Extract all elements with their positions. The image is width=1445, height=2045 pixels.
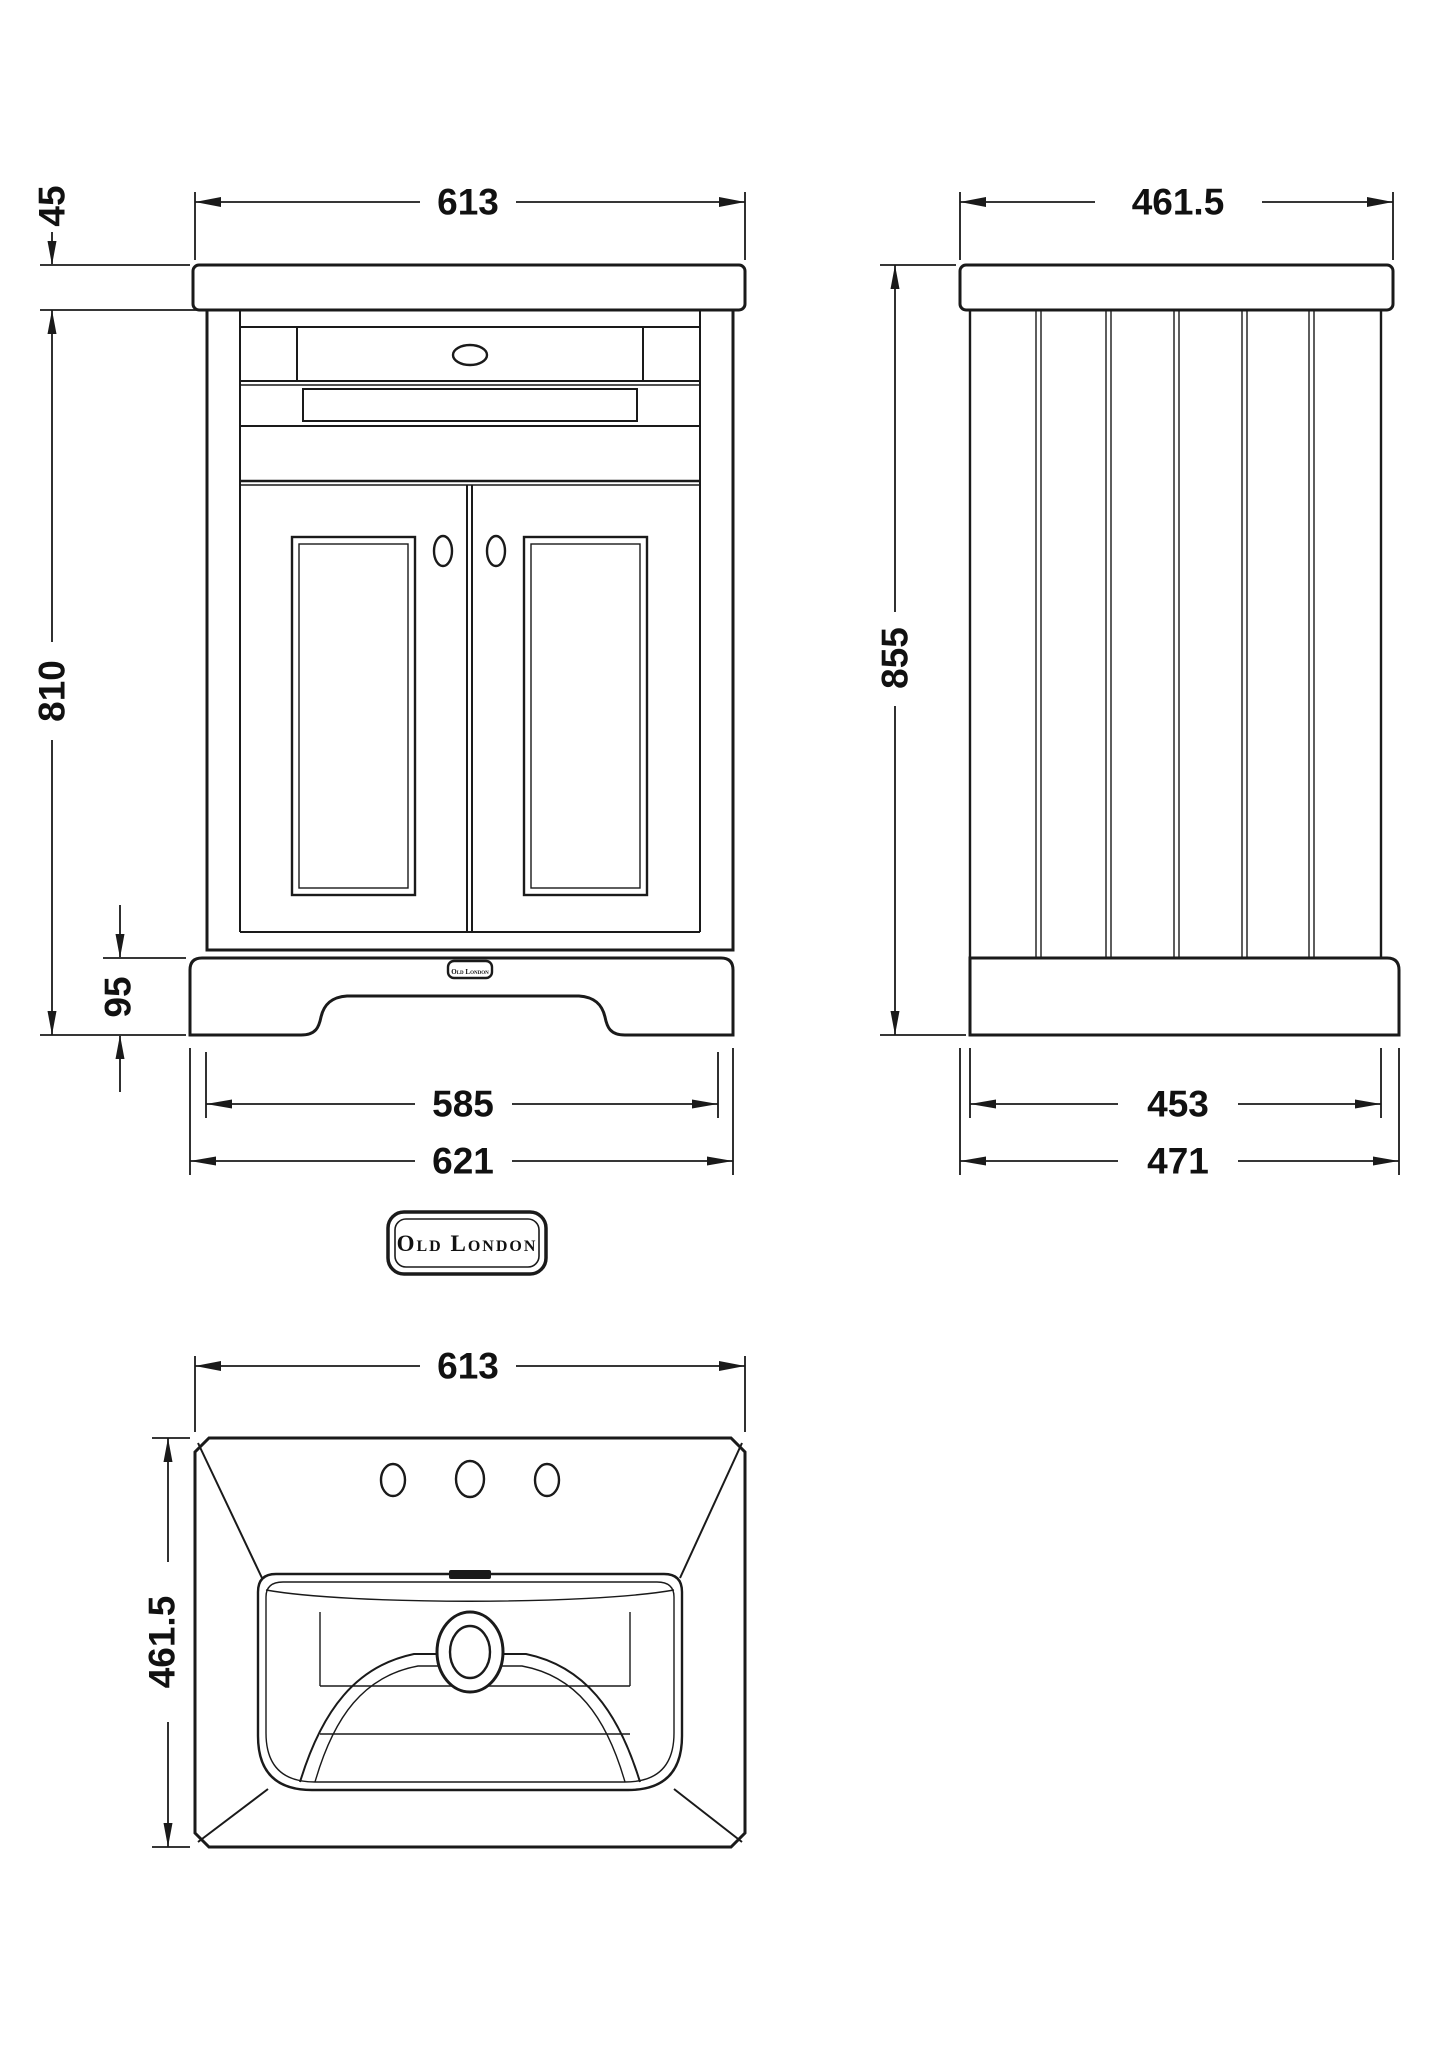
side-plinth (968, 956, 1401, 1037)
side-total-height-label: 855 (875, 627, 916, 689)
tap-hole-left (379, 1462, 407, 1498)
front-dim-counter-thickness: 45 (32, 185, 203, 311)
drawer-groove (302, 388, 638, 422)
basin-dim-width: 613 (194, 1346, 746, 1432)
right-door-knob (485, 534, 507, 568)
front-body-width-label: 585 (432, 1084, 494, 1125)
brand-badge-text: Old London (397, 1231, 538, 1256)
front-dim-body-height: 810 (32, 310, 186, 1036)
front-dim-plinth-width: 621 (189, 1048, 734, 1182)
tap-holes (379, 1459, 561, 1499)
tap-hole-right (533, 1462, 561, 1498)
front-dim-body-width: 585 (205, 1052, 719, 1125)
side-panel-planks (968, 310, 1383, 958)
arrow-down-icon (47, 1011, 57, 1035)
basin-outer-edge (193, 1436, 747, 1849)
drain-outer (435, 1610, 505, 1694)
side-carcass-depth-label: 453 (1147, 1084, 1209, 1125)
basin-corner-line (197, 1442, 263, 1579)
left-door-panel (290, 535, 417, 897)
front-body-height-label: 810 (32, 660, 73, 722)
basin-corner-line (673, 1788, 743, 1843)
front-width-top-label: 613 (437, 182, 499, 223)
basin-plan-view: 613 461.5 (142, 1346, 747, 1849)
front-dim-width-top: 613 (194, 182, 746, 260)
brand-badge: Old London (386, 1210, 548, 1276)
basin-width-label: 613 (437, 1346, 499, 1387)
plinth-brand-plate: Old London (446, 959, 494, 980)
bowl-back-ledge-curve (265, 1589, 675, 1602)
arrow-right-icon (719, 197, 745, 207)
basin-dim-depth: 461.5 (142, 1437, 190, 1848)
arrow-down-icon (890, 1011, 900, 1035)
right-door-panel (522, 535, 649, 897)
side-plinth-depth-label: 471 (1147, 1141, 1209, 1182)
drain-inner (448, 1624, 492, 1680)
side-dim-carcass-depth: 453 (969, 1048, 1382, 1125)
tap-hole-center (454, 1459, 486, 1499)
front-dim-plinth-height: 95 (98, 905, 186, 1092)
drawer-knob (451, 343, 489, 367)
side-countertop (958, 263, 1395, 312)
front-drawer (240, 327, 700, 427)
basin-corner-line (679, 1442, 743, 1579)
front-countertop (191, 263, 747, 312)
front-elevation-view: 613 45 810 95 (32, 182, 747, 1182)
front-counter-thickness-label: 45 (32, 185, 73, 226)
front-plinth (188, 956, 735, 1037)
bowl-outer-rim (256, 1572, 684, 1792)
arrow-down-icon (163, 1823, 173, 1847)
left-door-knob (432, 534, 454, 568)
front-doors (240, 485, 700, 933)
arrow-down-icon (47, 241, 57, 265)
side-depth-top-label: 461.5 (1132, 182, 1225, 223)
side-dim-total-height: 855 (875, 264, 966, 1036)
side-elevation-view: 461.5 855 (875, 182, 1401, 1182)
basin-corner-line (197, 1788, 269, 1843)
front-plinth-width-label: 621 (432, 1141, 494, 1182)
overflow-slot (449, 1570, 491, 1579)
front-plinth-height-label: 95 (98, 976, 139, 1017)
arrow-down-icon (115, 934, 125, 958)
front-cabinet-body (205, 308, 735, 952)
basin-depth-label: 461.5 (142, 1596, 183, 1689)
arrow-left-icon (195, 197, 221, 207)
plinth-brand-plate-text: Old London (451, 968, 489, 976)
side-dim-depth-top: 461.5 (959, 182, 1394, 260)
side-dim-plinth-depth: 471 (959, 1048, 1400, 1182)
